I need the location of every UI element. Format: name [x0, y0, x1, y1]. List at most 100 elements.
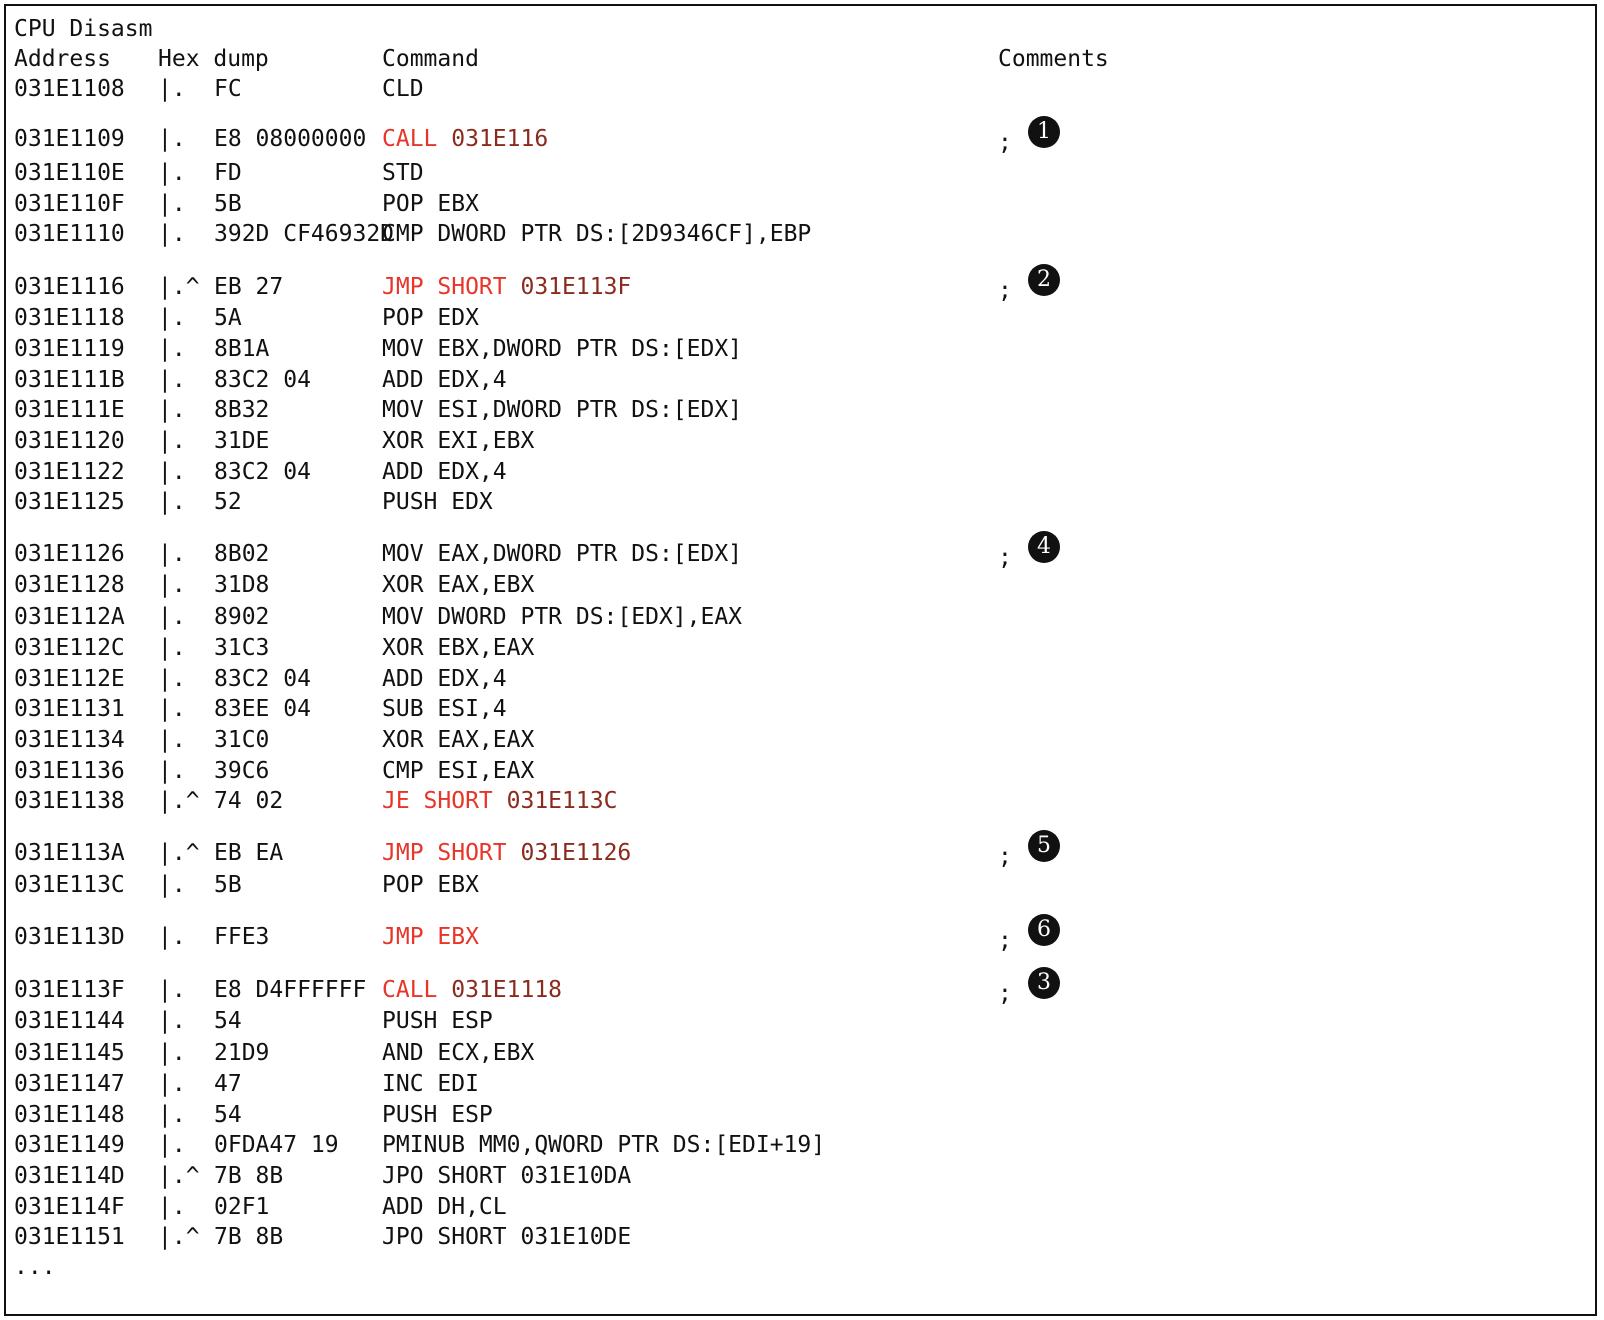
- row-address[interactable]: 031E113F: [14, 977, 125, 1003]
- row-hex-dump[interactable]: 54: [214, 1102, 242, 1128]
- row-address[interactable]: 031E111B: [14, 367, 125, 393]
- row-address[interactable]: 031E1125: [14, 489, 125, 515]
- row-marker[interactable]: |.: [158, 76, 186, 102]
- row-command[interactable]: JE SHORT 031E113C: [382, 788, 617, 814]
- row-address[interactable]: 031E110E: [14, 160, 125, 186]
- header-comments[interactable]: Comments: [998, 46, 1109, 72]
- row-marker[interactable]: |.: [158, 924, 186, 950]
- row-address[interactable]: 031E1109: [14, 126, 125, 152]
- row-hex-dump[interactable]: 8B02: [214, 541, 270, 567]
- row-hex-dump[interactable]: E8 08000000: [214, 126, 367, 152]
- row-marker[interactable]: |.: [158, 666, 186, 692]
- row-address[interactable]: 031E1118: [14, 305, 125, 331]
- row-hex-dump[interactable]: FFE3: [214, 924, 270, 950]
- row-hex-dump[interactable]: 31DE: [214, 428, 270, 454]
- row-marker[interactable]: |.: [158, 696, 186, 722]
- row-address[interactable]: 031E1116: [14, 274, 125, 300]
- row-marker[interactable]: |.: [158, 727, 186, 753]
- row-address[interactable]: 031E1134: [14, 727, 125, 753]
- row-address[interactable]: 031E1120: [14, 428, 125, 454]
- row-marker[interactable]: |.: [158, 1132, 186, 1158]
- row-command[interactable]: STD: [382, 160, 424, 186]
- row-command[interactable]: POP EDX: [382, 305, 479, 331]
- row-hex-dump[interactable]: 02F1: [214, 1194, 270, 1220]
- row-hex-dump[interactable]: FD: [214, 160, 242, 186]
- row-marker[interactable]: |.: [158, 977, 186, 1003]
- row-address[interactable]: 031E113A: [14, 840, 125, 866]
- row-marker[interactable]: |.: [158, 541, 186, 567]
- row-command[interactable]: CMP ESI,EAX: [382, 758, 534, 784]
- row-hex-dump[interactable]: 5A: [214, 305, 242, 331]
- row-marker[interactable]: |.: [158, 221, 186, 247]
- row-command[interactable]: SUB ESI,4: [382, 696, 507, 722]
- row-command[interactable]: JMP SHORT 031E1126: [382, 840, 631, 866]
- row-hex-dump[interactable]: 392D CF46932D: [214, 221, 395, 247]
- row-hex-dump[interactable]: 52: [214, 489, 242, 515]
- row-marker[interactable]: |.: [158, 489, 186, 515]
- row-address[interactable]: 031E113C: [14, 872, 125, 898]
- row-marker[interactable]: |.^: [158, 1163, 200, 1189]
- row-address[interactable]: 031E1145: [14, 1040, 125, 1066]
- row-hex-dump[interactable]: 83C2 04: [214, 459, 311, 485]
- row-hex-dump[interactable]: 83C2 04: [214, 666, 311, 692]
- row-command[interactable]: JPO SHORT 031E10DA: [382, 1163, 631, 1189]
- header-address[interactable]: Address: [14, 46, 111, 72]
- row-command[interactable]: XOR EXI,EBX: [382, 428, 534, 454]
- row-command[interactable]: PUSH EDX: [382, 489, 493, 515]
- header-hex-dump[interactable]: Hex dump: [158, 46, 269, 72]
- row-marker[interactable]: |.: [158, 1040, 186, 1066]
- row-hex-dump[interactable]: 31C3: [214, 635, 270, 661]
- row-marker[interactable]: |.: [158, 459, 186, 485]
- row-command[interactable]: CALL 031E1118: [382, 977, 562, 1003]
- row-command[interactable]: XOR EAX,EBX: [382, 572, 534, 598]
- row-address[interactable]: 031E1131: [14, 696, 125, 722]
- row-command[interactable]: MOV DWORD PTR DS:[EDX],EAX: [382, 604, 742, 630]
- row-hex-dump[interactable]: EB 27: [214, 274, 284, 300]
- row-marker[interactable]: |.: [158, 604, 186, 630]
- row-marker[interactable]: |.: [158, 397, 186, 423]
- row-comment[interactable]: ;: [998, 545, 1012, 571]
- row-comment[interactable]: ;: [998, 844, 1012, 870]
- row-hex-dump[interactable]: 83EE 04: [214, 696, 311, 722]
- row-command[interactable]: ADD EDX,4: [382, 367, 507, 393]
- row-address[interactable]: 031E111E: [14, 397, 125, 423]
- row-hex-dump[interactable]: 8B1A: [214, 336, 270, 362]
- row-hex-dump[interactable]: 8B32: [214, 397, 270, 423]
- row-marker[interactable]: |.: [158, 572, 186, 598]
- row-address[interactable]: 031E112E: [14, 666, 125, 692]
- row-hex-dump[interactable]: 39C6: [214, 758, 270, 784]
- row-hex-dump[interactable]: E8 D4FFFFFF: [214, 977, 367, 1003]
- row-hex-dump[interactable]: 7B 8B: [214, 1224, 284, 1250]
- row-marker[interactable]: |.: [158, 1008, 186, 1034]
- row-command[interactable]: ADD EDX,4: [382, 459, 507, 485]
- row-marker[interactable]: |.: [158, 336, 186, 362]
- row-address[interactable]: 031E1136: [14, 758, 125, 784]
- row-comment[interactable]: ;: [998, 928, 1012, 954]
- row-command[interactable]: PMINUB MM0,QWORD PTR DS:[EDI+19]: [382, 1132, 825, 1158]
- row-hex-dump[interactable]: 7B 8B: [214, 1163, 284, 1189]
- row-marker[interactable]: |.: [158, 160, 186, 186]
- row-address[interactable]: 031E1126: [14, 541, 125, 567]
- row-hex-dump[interactable]: 31C0: [214, 727, 270, 753]
- row-marker[interactable]: |.: [158, 1102, 186, 1128]
- row-address[interactable]: 031E1110: [14, 221, 125, 247]
- row-address[interactable]: 031E1148: [14, 1102, 125, 1128]
- row-marker[interactable]: |.: [158, 1071, 186, 1097]
- row-command[interactable]: JPO SHORT 031E10DE: [382, 1224, 631, 1250]
- row-marker[interactable]: |.: [158, 758, 186, 784]
- row-address[interactable]: 031E112C: [14, 635, 125, 661]
- row-command[interactable]: CLD: [382, 76, 424, 102]
- row-marker[interactable]: |.: [158, 428, 186, 454]
- row-hex-dump[interactable]: 83C2 04: [214, 367, 311, 393]
- row-command[interactable]: POP EBX: [382, 872, 479, 898]
- row-hex-dump[interactable]: EB EA: [214, 840, 284, 866]
- row-marker[interactable]: |.^: [158, 840, 200, 866]
- row-command[interactable]: ADD DH,CL: [382, 1194, 507, 1220]
- row-command[interactable]: CMP DWORD PTR DS:[2D9346CF],EBP: [382, 221, 811, 247]
- row-address[interactable]: 031E114D: [14, 1163, 125, 1189]
- row-marker[interactable]: |.: [158, 305, 186, 331]
- row-command[interactable]: PUSH ESP: [382, 1008, 493, 1034]
- row-command[interactable]: CALL 031E116: [382, 126, 548, 152]
- row-hex-dump[interactable]: 31D8: [214, 572, 270, 598]
- row-command[interactable]: AND ECX,EBX: [382, 1040, 534, 1066]
